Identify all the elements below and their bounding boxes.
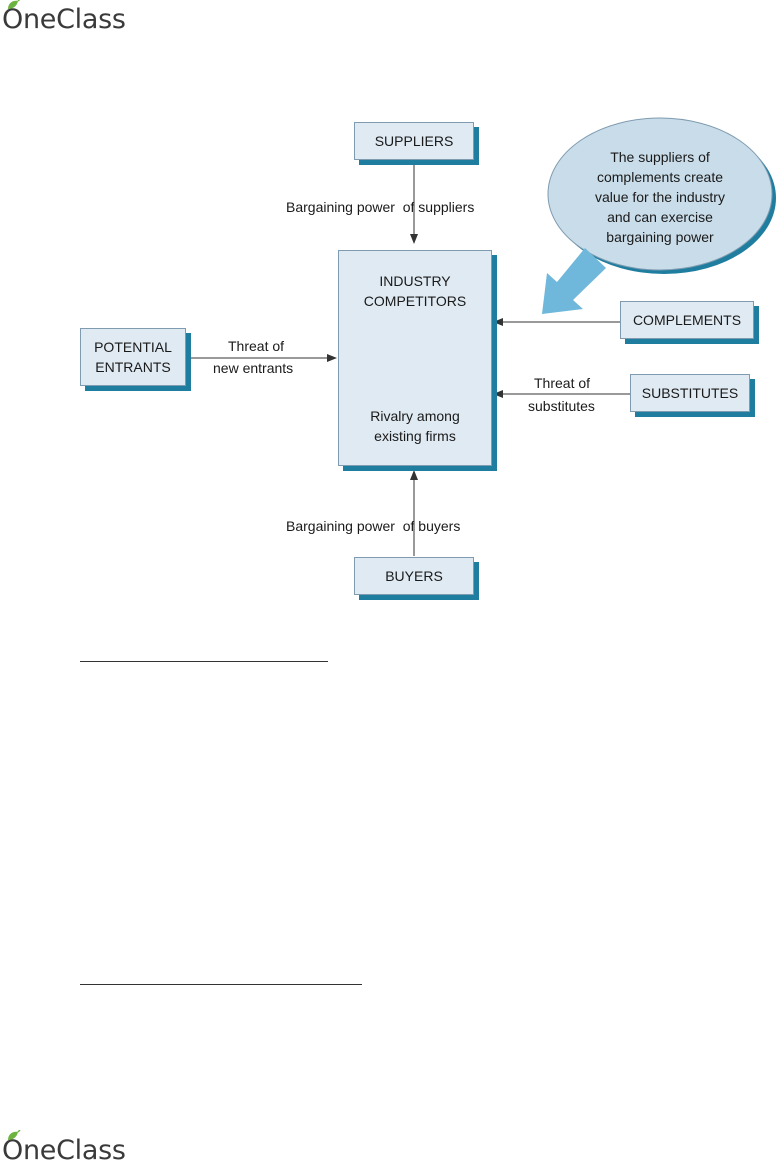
callout-line-2: complements create	[596, 169, 724, 185]
threat-entrants-line-2: new entrants	[213, 360, 294, 376]
callout-line-5: bargaining power	[606, 229, 714, 245]
industry-line-1: INDUSTRY	[379, 273, 451, 289]
callout-line-3: value for the industry	[595, 189, 725, 205]
bargaining-buyers-label: Bargaining power of buyers	[286, 518, 461, 534]
threat-substitutes-line-1: Threat of	[534, 375, 591, 391]
oneclass-logo-top: OneClass	[2, 0, 126, 36]
industry-competitors-box	[338, 250, 492, 466]
logo-text: OneClass	[2, 1134, 126, 1166]
substitutes-label: SUBSTITUTES	[641, 385, 739, 401]
callout-line-1: The suppliers of	[610, 149, 710, 165]
horizontal-rule-1	[80, 661, 328, 662]
callout-text: The suppliers of complements create valu…	[560, 147, 760, 247]
leaf-icon	[8, 0, 21, 9]
horizontal-rule-2	[80, 984, 362, 985]
industry-line-2: COMPETITORS	[363, 293, 467, 309]
entrants-line-2: ENTRANTS	[95, 359, 171, 375]
rivalry-line-2: existing firms	[374, 428, 456, 444]
oneclass-logo-bottom: OneClass	[2, 1130, 126, 1167]
industry-competitors-label: INDUSTRY COMPETITORS	[338, 271, 492, 311]
threat-new-entrants-label: Threat of new entrants	[208, 336, 293, 378]
rivalry-line-1: Rivalry among	[370, 408, 460, 424]
threat-substitutes-line-2: substitutes	[528, 398, 595, 414]
callout-bubble	[547, 117, 776, 274]
suppliers-label: SUPPLIERS	[374, 133, 454, 149]
threat-substitutes-label: Threat of substitutes	[528, 373, 595, 416]
callout-line-4: and can exercise	[607, 209, 713, 225]
potential-entrants-label: POTENTIAL ENTRANTS	[94, 337, 172, 377]
threat-entrants-line-1: Threat of	[228, 338, 285, 354]
substitutes-box: SUBSTITUTES	[630, 374, 750, 412]
callout-arrow-icon	[542, 248, 606, 314]
suppliers-box: SUPPLIERS	[354, 122, 474, 160]
rivalry-label: Rivalry among existing firms	[338, 406, 492, 446]
complements-box: COMPLEMENTS	[620, 301, 754, 339]
potential-entrants-box: POTENTIAL ENTRANTS	[80, 328, 186, 386]
complements-label: COMPLEMENTS	[632, 312, 742, 328]
bargaining-suppliers-label: Bargaining power of suppliers	[286, 199, 475, 215]
logo-text: OneClass	[2, 3, 126, 35]
entrants-line-1: POTENTIAL	[94, 339, 172, 355]
buyers-label: BUYERS	[385, 568, 443, 584]
buyers-box: BUYERS	[354, 557, 474, 595]
leaf-icon	[8, 1130, 21, 1140]
